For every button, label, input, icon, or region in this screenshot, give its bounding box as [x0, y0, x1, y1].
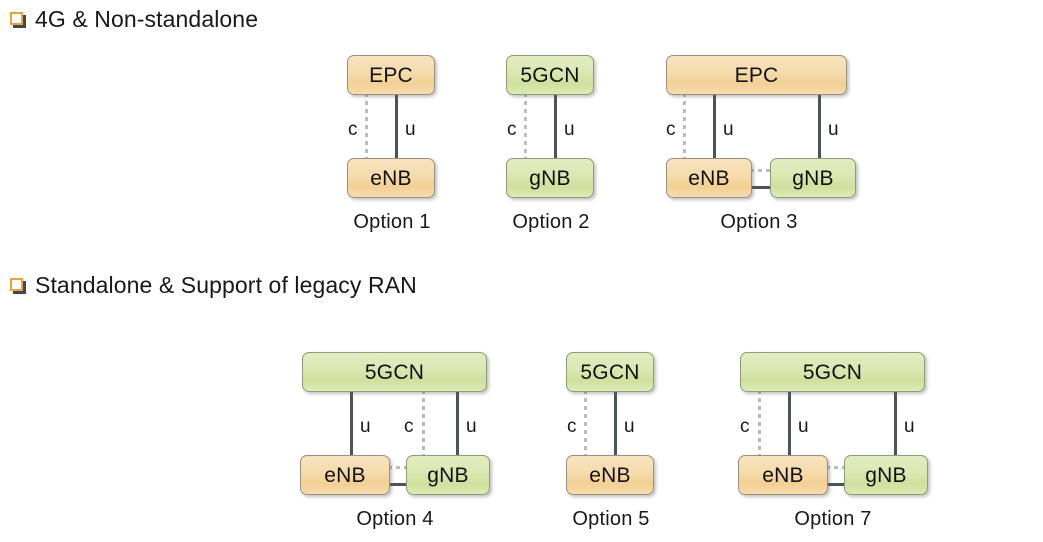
option-1-caption: Option 1	[353, 211, 431, 233]
option-7-core-enb-control-line	[758, 390, 761, 458]
option-5-core-label: 5GCN	[580, 360, 640, 384]
option-4-caption: Option 4	[356, 508, 434, 530]
option-1-user-plane-line	[395, 93, 398, 161]
option-7-core-gnb-user-line	[894, 390, 897, 458]
option-2-ran-label: gNB	[529, 166, 571, 190]
option-2-caption: Option 2	[512, 211, 590, 233]
option-2-user-plane-label: u	[564, 119, 575, 140]
option-3-diagram: EPC c u u eNB gNB Option 3	[666, 55, 856, 235]
option-2-diagram: 5GCN c u gNB Option 2	[503, 55, 599, 235]
option-7-diagram: 5GCN c u u eNB gNB Option 7	[738, 352, 928, 532]
option-4-ran-gnb-label: gNB	[427, 463, 469, 487]
option-1-ran-label: eNB	[370, 166, 412, 190]
option-4-core-label: 5GCN	[364, 360, 425, 384]
option-3-core-label: EPC	[734, 63, 779, 87]
option-7-ran-gnb-node[interactable]: gNB	[844, 455, 928, 495]
option-2-user-plane-line	[554, 93, 557, 161]
option-7-xn-user-line	[826, 483, 846, 486]
option-2-control-plane-label: c	[507, 119, 517, 140]
option-3-core-enb-user-label: u	[723, 119, 734, 140]
option-4-xn-control-line	[388, 466, 408, 469]
option-4-core-gnb-control-line	[422, 390, 425, 458]
option-3-caption: Option 3	[720, 211, 798, 233]
option-3-core-enb-control-line	[683, 93, 686, 161]
option-1-core-label: EPC	[369, 63, 413, 87]
option-3-xn-user-line	[750, 186, 772, 189]
option-5-control-plane-line	[584, 390, 587, 458]
option-2-control-plane-line	[524, 93, 527, 161]
option-1-core-node[interactable]: EPC	[347, 55, 435, 95]
option-5-diagram: 5GCN c u eNB Option 5	[563, 352, 659, 532]
option-2-ran-node[interactable]: gNB	[506, 158, 594, 198]
option-3-core-gnb-user-label: u	[828, 119, 839, 140]
option-2-core-node[interactable]: 5GCN	[506, 55, 594, 95]
option-1-ran-node[interactable]: eNB	[347, 158, 435, 198]
option-5-core-node[interactable]: 5GCN	[566, 352, 654, 392]
option-7-core-enb-user-label: u	[798, 416, 809, 437]
hollow-square-bullet-icon	[10, 278, 26, 294]
option-4-ran-enb-node[interactable]: eNB	[300, 455, 390, 495]
option-4-core-gnb-control-label: c	[404, 416, 414, 437]
option-1-control-plane-line	[365, 93, 368, 161]
option-1-diagram: EPC c u eNB Option 1	[344, 55, 440, 235]
option-5-caption: Option 5	[572, 508, 650, 530]
hollow-square-bullet-icon	[10, 12, 26, 28]
option-7-core-node[interactable]: 5GCN	[740, 352, 925, 392]
section-heading-4g-label: 4G & Non-standalone	[35, 6, 259, 32]
option-7-caption: Option 7	[794, 508, 872, 530]
option-4-core-enb-user-label: u	[360, 416, 371, 437]
option-4-core-gnb-user-label: u	[466, 416, 477, 437]
section-heading-standalone-label: Standalone & Support of legacy RAN	[35, 272, 417, 298]
option-3-ran-enb-label: eNB	[688, 166, 730, 190]
section-heading-standalone: Standalone & Support of legacy RAN	[10, 272, 417, 299]
option-5-control-plane-label: c	[567, 416, 577, 437]
option-4-core-enb-user-line	[350, 390, 353, 458]
option-1-user-plane-label: u	[405, 119, 416, 140]
option-3-core-node[interactable]: EPC	[666, 55, 847, 95]
option-3-core-enb-control-label: c	[666, 119, 676, 140]
option-4-xn-user-line	[388, 483, 408, 486]
option-4-ran-gnb-node[interactable]: gNB	[406, 455, 490, 495]
option-3-core-enb-user-line	[713, 93, 716, 161]
option-4-core-gnb-user-line	[456, 390, 459, 458]
option-7-xn-control-line	[826, 466, 846, 469]
option-5-user-plane-label: u	[624, 416, 635, 437]
option-3-ran-enb-node[interactable]: eNB	[666, 158, 752, 198]
option-4-diagram: 5GCN u c u eNB gNB Option 4	[300, 352, 490, 532]
section-heading-4g: 4G & Non-standalone	[10, 6, 258, 33]
option-7-ran-enb-node[interactable]: eNB	[738, 455, 828, 495]
option-4-ran-enb-label: eNB	[324, 463, 366, 487]
option-7-core-gnb-user-label: u	[904, 416, 915, 437]
option-3-ran-gnb-node[interactable]: gNB	[770, 158, 856, 198]
option-5-user-plane-line	[614, 390, 617, 458]
option-7-core-enb-control-label: c	[740, 416, 750, 437]
option-2-core-label: 5GCN	[520, 63, 580, 87]
option-4-core-node[interactable]: 5GCN	[302, 352, 487, 392]
option-3-xn-control-line	[750, 169, 772, 172]
option-7-ran-enb-label: eNB	[762, 463, 804, 487]
option-5-ran-node[interactable]: eNB	[566, 455, 654, 495]
option-7-core-label: 5GCN	[802, 360, 863, 384]
option-1-control-plane-label: c	[348, 119, 358, 140]
option-5-ran-label: eNB	[589, 463, 631, 487]
option-3-ran-gnb-label: gNB	[792, 166, 834, 190]
option-7-ran-gnb-label: gNB	[865, 463, 907, 487]
option-7-core-enb-user-line	[788, 390, 791, 458]
option-3-core-gnb-user-line	[818, 93, 821, 161]
